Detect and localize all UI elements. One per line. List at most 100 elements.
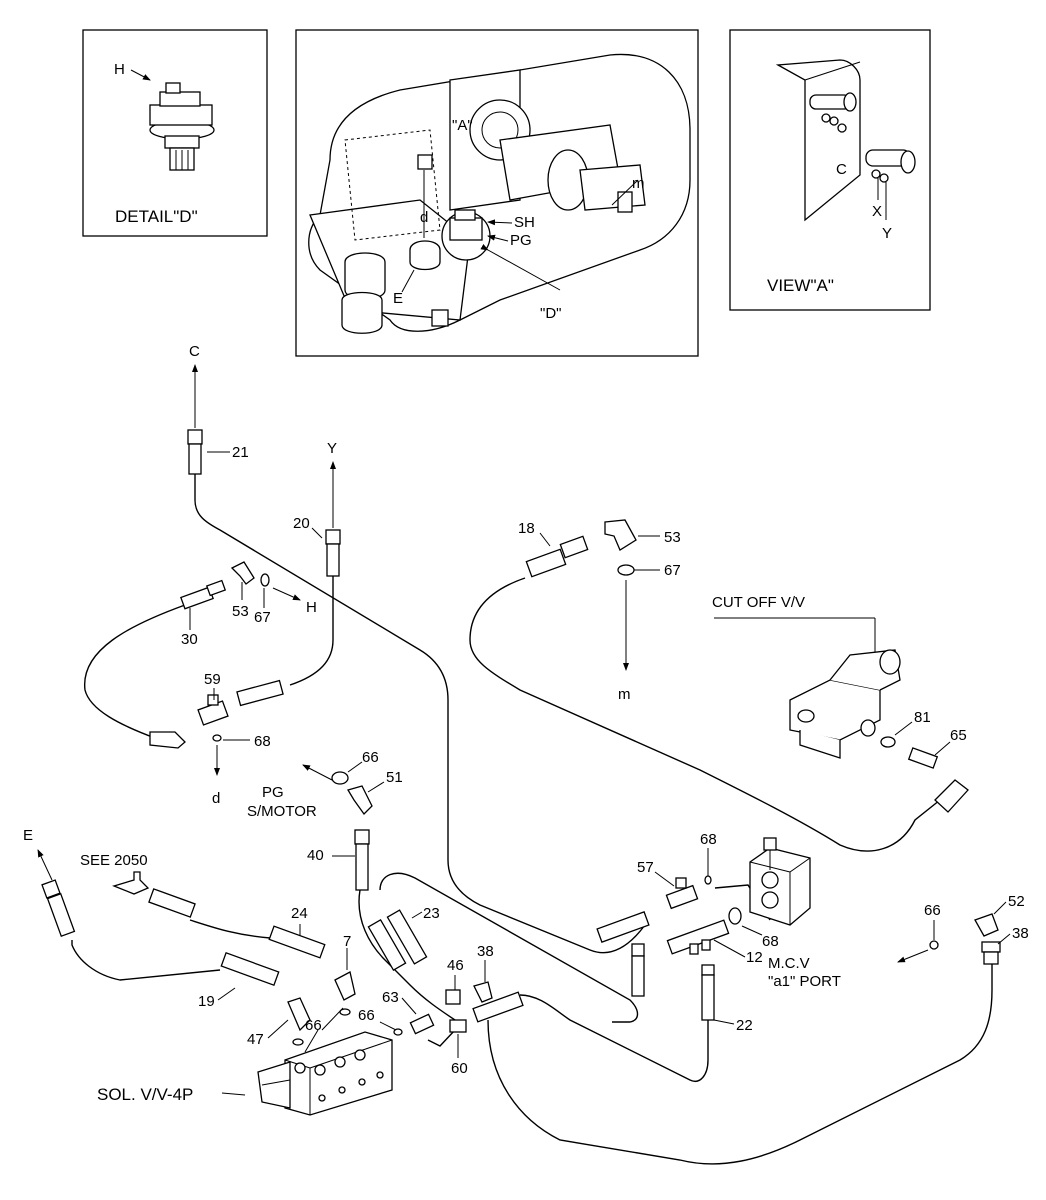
- leader-lines: [189, 451, 1011, 1096]
- dest-e-label: E: [23, 827, 33, 844]
- part-7-elbow: [334, 971, 356, 1001]
- e-line-hose-fitting: [41, 879, 76, 938]
- part-number-66c: 66: [358, 1007, 375, 1024]
- part-57-tee: [665, 877, 699, 910]
- main-e-label: E: [393, 290, 403, 307]
- part-46-connector: [445, 989, 461, 1005]
- part-21-hose-fitting: [187, 429, 203, 475]
- part-number-63: 63: [382, 989, 399, 1006]
- part-68-o-ring-c: [728, 907, 742, 925]
- solenoid-valve-4p: [257, 1031, 393, 1116]
- part-47-elbow: [287, 997, 311, 1032]
- note-labels: PG S/MOTOR SEE 2050 CUT OFF V/V M.C.V "a…: [80, 594, 841, 1104]
- hydraulic-parts: [41, 429, 1001, 1116]
- part-59-tee: [197, 694, 229, 726]
- part-66-o-ring-d: [393, 1028, 403, 1036]
- part-number-19: 19: [198, 993, 215, 1010]
- machine-overview-inset: "A" d SH PG E "D" m: [295, 29, 699, 357]
- destination-labels: C Y H d E m: [23, 343, 631, 844]
- main-d-label: d: [420, 209, 428, 226]
- part-66-o-ring-e: [929, 940, 939, 950]
- part-40-hose-fitting: [354, 829, 370, 891]
- part-20-hose-fitting: [325, 529, 341, 577]
- part-number-67a: 67: [254, 609, 271, 626]
- part-number-53b: 53: [664, 529, 681, 546]
- part-number-57: 57: [637, 859, 654, 876]
- part-38-hose-fitting: [472, 991, 524, 1023]
- dest-h-label: H: [306, 599, 317, 616]
- part-number-40: 40: [307, 847, 324, 864]
- part-30-elbow-end: [149, 731, 186, 749]
- part-number-66a: 66: [362, 749, 379, 766]
- part-number-68b: 68: [700, 831, 717, 848]
- part-12-connector: [666, 919, 730, 955]
- part-30-hose-fitting: [180, 579, 227, 610]
- main-m-label: m: [632, 175, 645, 192]
- part-number-24: 24: [291, 905, 308, 922]
- part-number-52: 52: [1008, 893, 1025, 910]
- view-a-inset: C X Y VIEW"A": [729, 29, 931, 311]
- part-number-47: 47: [247, 1031, 264, 1048]
- part-22-hose-fitting: [701, 964, 715, 1021]
- part-51-elbow: [347, 785, 373, 816]
- part-number-46: 46: [447, 957, 464, 974]
- part-number-22: 22: [736, 1017, 753, 1034]
- part-66-o-ring-b: [339, 1008, 351, 1016]
- part-number-59: 59: [204, 671, 221, 688]
- part-67-o-ring-b: [617, 564, 635, 576]
- part-number-labels: 21 20 30 53 67 59 68 18 53 67 81 65 66 5…: [181, 444, 1029, 1077]
- detail-d-caption: DETAIL"D": [115, 207, 198, 226]
- part-23-hose-fitting-a: [367, 918, 407, 972]
- part-63-connector: [409, 1013, 435, 1035]
- part-68-o-ring-a: [212, 734, 222, 742]
- dest-y-label: Y: [327, 440, 337, 457]
- part-number-23: 23: [423, 905, 440, 922]
- pressure-switch-drawing: [149, 82, 215, 171]
- part-53-elbow-a: [230, 561, 255, 585]
- destination-arrows: [37, 364, 929, 963]
- detail-d-inset: H DETAIL"D": [82, 29, 268, 237]
- part-number-68c: 68: [762, 933, 779, 950]
- main-sh-label: SH: [514, 214, 535, 231]
- part-57-hose-fitting: [596, 911, 650, 943]
- part-number-20: 20: [293, 515, 310, 532]
- part-number-65: 65: [950, 727, 967, 744]
- part-18-hose-fitting: [525, 535, 589, 578]
- part-24-hose-fitting: [268, 925, 326, 959]
- dest-c-label: C: [189, 343, 200, 360]
- dest-m-label: m: [618, 686, 631, 703]
- part-67-o-ring-a: [260, 573, 270, 587]
- part-number-66b: 66: [305, 1017, 322, 1034]
- mcv-label: M.C.V: [768, 955, 810, 972]
- part-number-51: 51: [386, 769, 403, 786]
- part-number-81: 81: [914, 709, 931, 726]
- see-2050-label: SEE 2050: [80, 852, 148, 869]
- mcv-valve-block: [749, 837, 811, 926]
- part-65-connector: [907, 747, 939, 769]
- see-2050-tee: [112, 871, 150, 895]
- part-number-53a: 53: [232, 603, 249, 620]
- main-pg-label: PG: [510, 232, 532, 249]
- part-number-30: 30: [181, 631, 198, 648]
- pg-label: PG: [262, 784, 284, 801]
- part-66-o-ring-a: [331, 771, 349, 785]
- part-number-21: 21: [232, 444, 249, 461]
- view-a-caption: VIEW"A": [767, 276, 834, 295]
- part-number-68a: 68: [254, 733, 271, 750]
- part-59-hose-fitting: [236, 679, 284, 707]
- sol-vv-label: SOL. V/V-4P: [97, 1085, 193, 1104]
- view-a-x-label: X: [872, 203, 882, 220]
- part-60-connector: [449, 1019, 467, 1033]
- part-number-7: 7: [343, 933, 351, 950]
- part-38-elbow-b: [981, 941, 1001, 965]
- part-66-o-ring-c: [292, 1038, 304, 1046]
- see-2050-hose-fitting: [148, 888, 196, 918]
- part-number-38a: 38: [477, 943, 494, 960]
- part-number-38b: 38: [1012, 925, 1029, 942]
- main-d-view-label: "D": [540, 305, 561, 322]
- cut-off-valve: [789, 649, 901, 759]
- part-number-18: 18: [518, 520, 535, 537]
- part-number-66d: 66: [924, 902, 941, 919]
- part-number-12: 12: [746, 949, 763, 966]
